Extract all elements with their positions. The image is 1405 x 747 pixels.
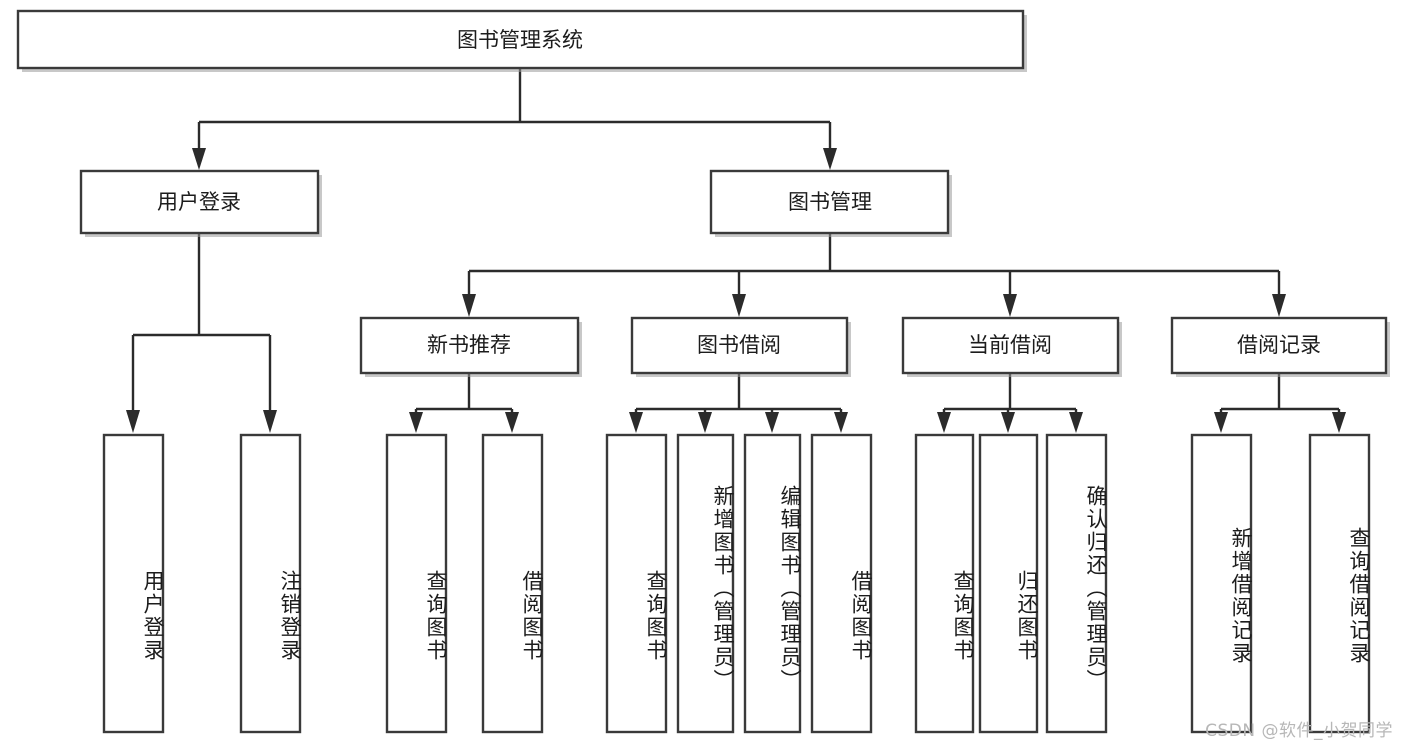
edge-user-login-bus [133,233,270,337]
node-bb-query-book[interactable] [605,433,668,734]
node-book-management-label: 图书管理 [788,190,872,214]
edge-bb-to-add-book [698,409,712,433]
edge-bm-to-book-borrow [732,271,746,317]
node-cb-return-book[interactable] [978,433,1039,734]
edge-bm-to-borrow-records [1272,271,1286,317]
edge-root-to-user-login [192,122,206,170]
node-user-logout[interactable] [239,433,302,734]
edge-user-login-to-logout [263,335,277,433]
edge-bb-to-query-book [629,409,643,433]
node-user-login-label: 用户登录 [157,190,241,214]
edge-bm-to-new-book-recommend [462,271,476,317]
edge-root-to-book-management [823,122,837,170]
edge-cb-to-return-book [1001,409,1015,433]
node-nbr-borrow-book[interactable] [481,433,544,734]
node-user-login-do[interactable] [102,433,165,734]
edge-bb-bus [636,373,841,411]
node-borrow-records-label: 借阅记录 [1237,333,1321,357]
node-root[interactable]: 图书管理系统 [16,9,1027,72]
node-borrow-records[interactable]: 借阅记录 [1170,316,1390,377]
node-current-borrow-label: 当前借阅 [968,333,1052,357]
edge-br-bus [1221,373,1339,411]
node-bb-edit-book[interactable] [743,433,802,734]
edge-bb-to-borrow-book [834,409,848,433]
edge-nbr-bus [416,373,512,411]
node-nbr-query-book[interactable] [385,433,448,734]
edge-cb-to-confirm-return [1069,409,1083,433]
node-cb-query-book[interactable] [914,433,975,734]
node-bb-add-book[interactable] [676,433,735,734]
edge-book-management-bus [469,233,1279,273]
node-user-login[interactable]: 用户登录 [79,169,322,237]
node-bb-borrow-book[interactable] [810,433,873,734]
edges-layer [126,68,1346,433]
edge-nbr-to-query-book [409,409,423,433]
node-br-query-record[interactable] [1308,433,1371,734]
watermark: CSDN @软件_小贺同学 [1205,721,1393,741]
edge-nbr-to-borrow-book [505,409,519,433]
node-new-book-recommend[interactable]: 新书推荐 [359,316,582,377]
edge-user-login-to-login [126,335,140,433]
edge-br-to-add-record [1214,409,1228,433]
node-book-borrow-label: 图书借阅 [697,333,781,357]
node-book-management[interactable]: 图书管理 [709,169,952,237]
leaf-boxes-layer [102,433,1371,734]
node-cb-confirm-return[interactable] [1045,433,1108,734]
edge-bm-to-current-borrow [1003,271,1017,317]
edge-root-bus [199,68,830,124]
edge-cb-bus [944,373,1076,411]
node-root-label: 图书管理系统 [457,28,583,52]
node-book-borrow[interactable]: 图书借阅 [630,316,851,377]
edge-br-to-query-record [1332,409,1346,433]
node-new-book-recommend-label: 新书推荐 [427,333,511,357]
node-br-add-record[interactable] [1190,433,1253,734]
node-current-borrow[interactable]: 当前借阅 [901,316,1122,377]
edge-bb-to-edit-book [765,409,779,433]
edge-cb-to-query-book [937,409,951,433]
